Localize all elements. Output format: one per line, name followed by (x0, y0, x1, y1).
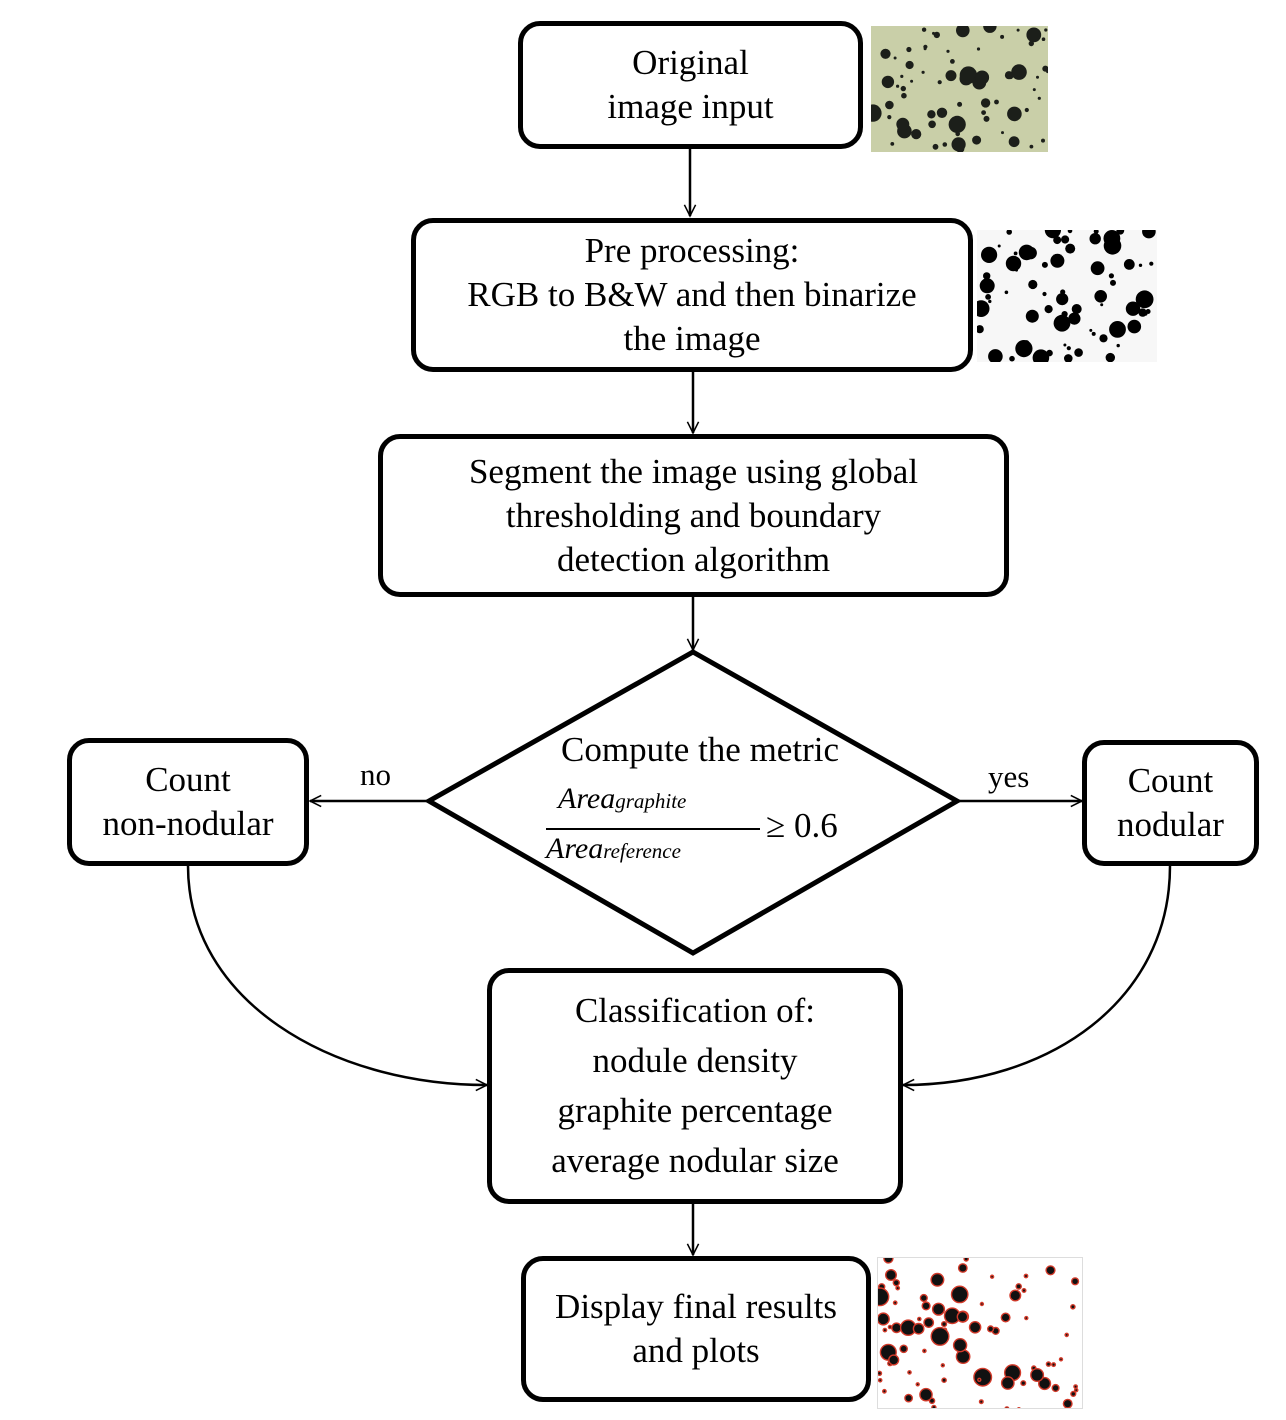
results-plot-thumbnail (877, 1257, 1083, 1409)
node-classification: Classification of: nodule density graphi… (487, 968, 903, 1204)
metric-threshold: ≥ 0.6 (766, 806, 838, 845)
fraction-bar (546, 828, 760, 830)
edge-label-yes: yes (988, 759, 1030, 794)
node-count-non-nodular: Count non-nodular (67, 738, 309, 866)
metric-formula: Areagraphite Areareference ≥ 0.6 (540, 782, 880, 882)
node-display-results: Display final results and plots (521, 1256, 871, 1402)
arrow-nodular-to-classification (903, 865, 1172, 1085)
metric-numerator: Areagraphite (558, 782, 687, 815)
arrow-non-nodular-to-classification (186, 865, 487, 1085)
node-segment-image: Segment the image using global threshold… (378, 434, 1009, 597)
edge-label-no: no (360, 757, 391, 792)
node-count-nodular: Count nodular (1082, 740, 1259, 866)
node-pre-processing: Pre processing: RGB to B&W and then bina… (411, 218, 973, 372)
metric-denominator: Areareference (546, 832, 681, 865)
node-original-image-input: Original image input (518, 21, 863, 149)
decision-diamond (423, 649, 963, 956)
original-micrograph-thumbnail (871, 26, 1048, 152)
decision-title: Compute the metric (561, 730, 839, 769)
binarized-image-thumbnail (977, 230, 1157, 362)
